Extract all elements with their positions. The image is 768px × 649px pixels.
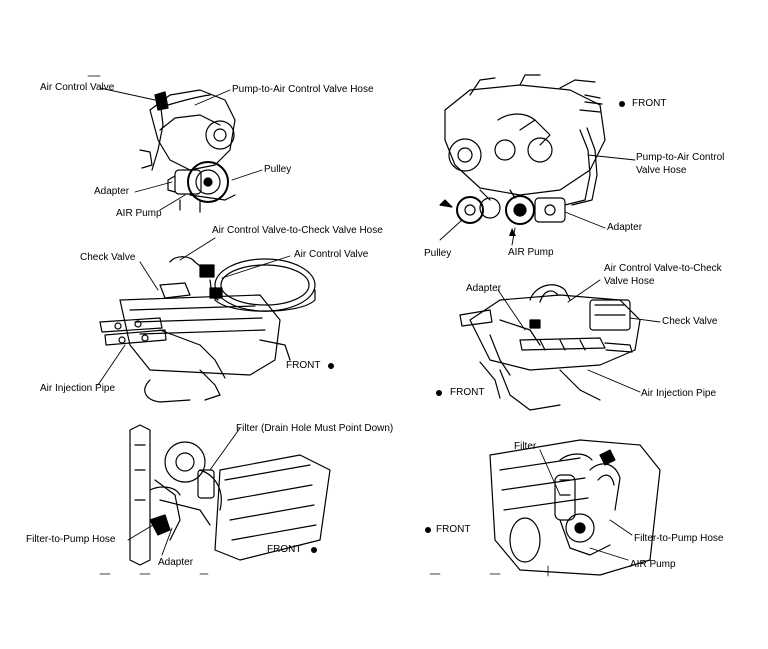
label-front: FRONT <box>436 524 471 535</box>
label-air-injection-pipe: Air Injection Pipe <box>40 383 116 394</box>
label-front: FRONT <box>267 544 302 555</box>
label-adapter: Adapter <box>607 222 643 233</box>
engine-illustration-2 <box>439 74 636 246</box>
label-check-valve: Check Valve <box>80 252 136 263</box>
label-filter: Filter <box>514 441 537 452</box>
label-pump-hose-line1: Pump-to-Air Control <box>636 152 725 163</box>
label-pulley: Pulley <box>424 248 452 259</box>
front-markers <box>311 101 625 553</box>
engine-illustration-1 <box>87 75 263 213</box>
label-adapter: Adapter <box>94 186 130 197</box>
label-pump-hose-line2: Valve Hose <box>636 165 687 176</box>
label-filter-to-pump-hose: Filter-to-Pump Hose <box>26 534 116 545</box>
engine-illustration-6 <box>429 439 661 577</box>
label-air-pump: AIR Pump <box>508 247 554 258</box>
label-acv-to-check-hose: Air Control Valve-to-Check Valve Hose <box>212 225 383 236</box>
label-front: FRONT <box>450 387 485 398</box>
label-acv-to-check-hose-line1: Air Control Valve-to-Check <box>604 263 722 274</box>
label-front: FRONT <box>286 360 321 371</box>
label-filter-to-pump-hose: Filter-to-Pump Hose <box>634 533 724 544</box>
label-filter-note: Filter (Drain Hole Must Point Down) <box>236 423 394 434</box>
label-front: FRONT <box>632 98 667 109</box>
label-check-valve: Check Valve <box>662 316 718 327</box>
label-adapter: Adapter <box>466 283 502 294</box>
engine-illustration-5 <box>99 424 331 575</box>
label-air-injection-pipe: Air Injection Pipe <box>641 388 717 399</box>
engine-illustration-4 <box>459 279 661 411</box>
label-pulley: Pulley <box>264 164 292 175</box>
label-air-control-valve: Air Control Valve <box>40 82 115 93</box>
label-air-control-valve: Air Control Valve <box>294 249 369 260</box>
label-adapter: Adapter <box>158 557 194 568</box>
label-air-pump: AIR Pump <box>630 559 676 570</box>
label-acv-to-check-hose-line2: Valve Hose <box>604 276 655 287</box>
engine-illustration-3 <box>97 237 316 403</box>
label-pump-to-acv-hose: Pump-to-Air Control Valve Hose <box>232 84 374 95</box>
label-air-pump: AIR Pump <box>116 208 162 219</box>
